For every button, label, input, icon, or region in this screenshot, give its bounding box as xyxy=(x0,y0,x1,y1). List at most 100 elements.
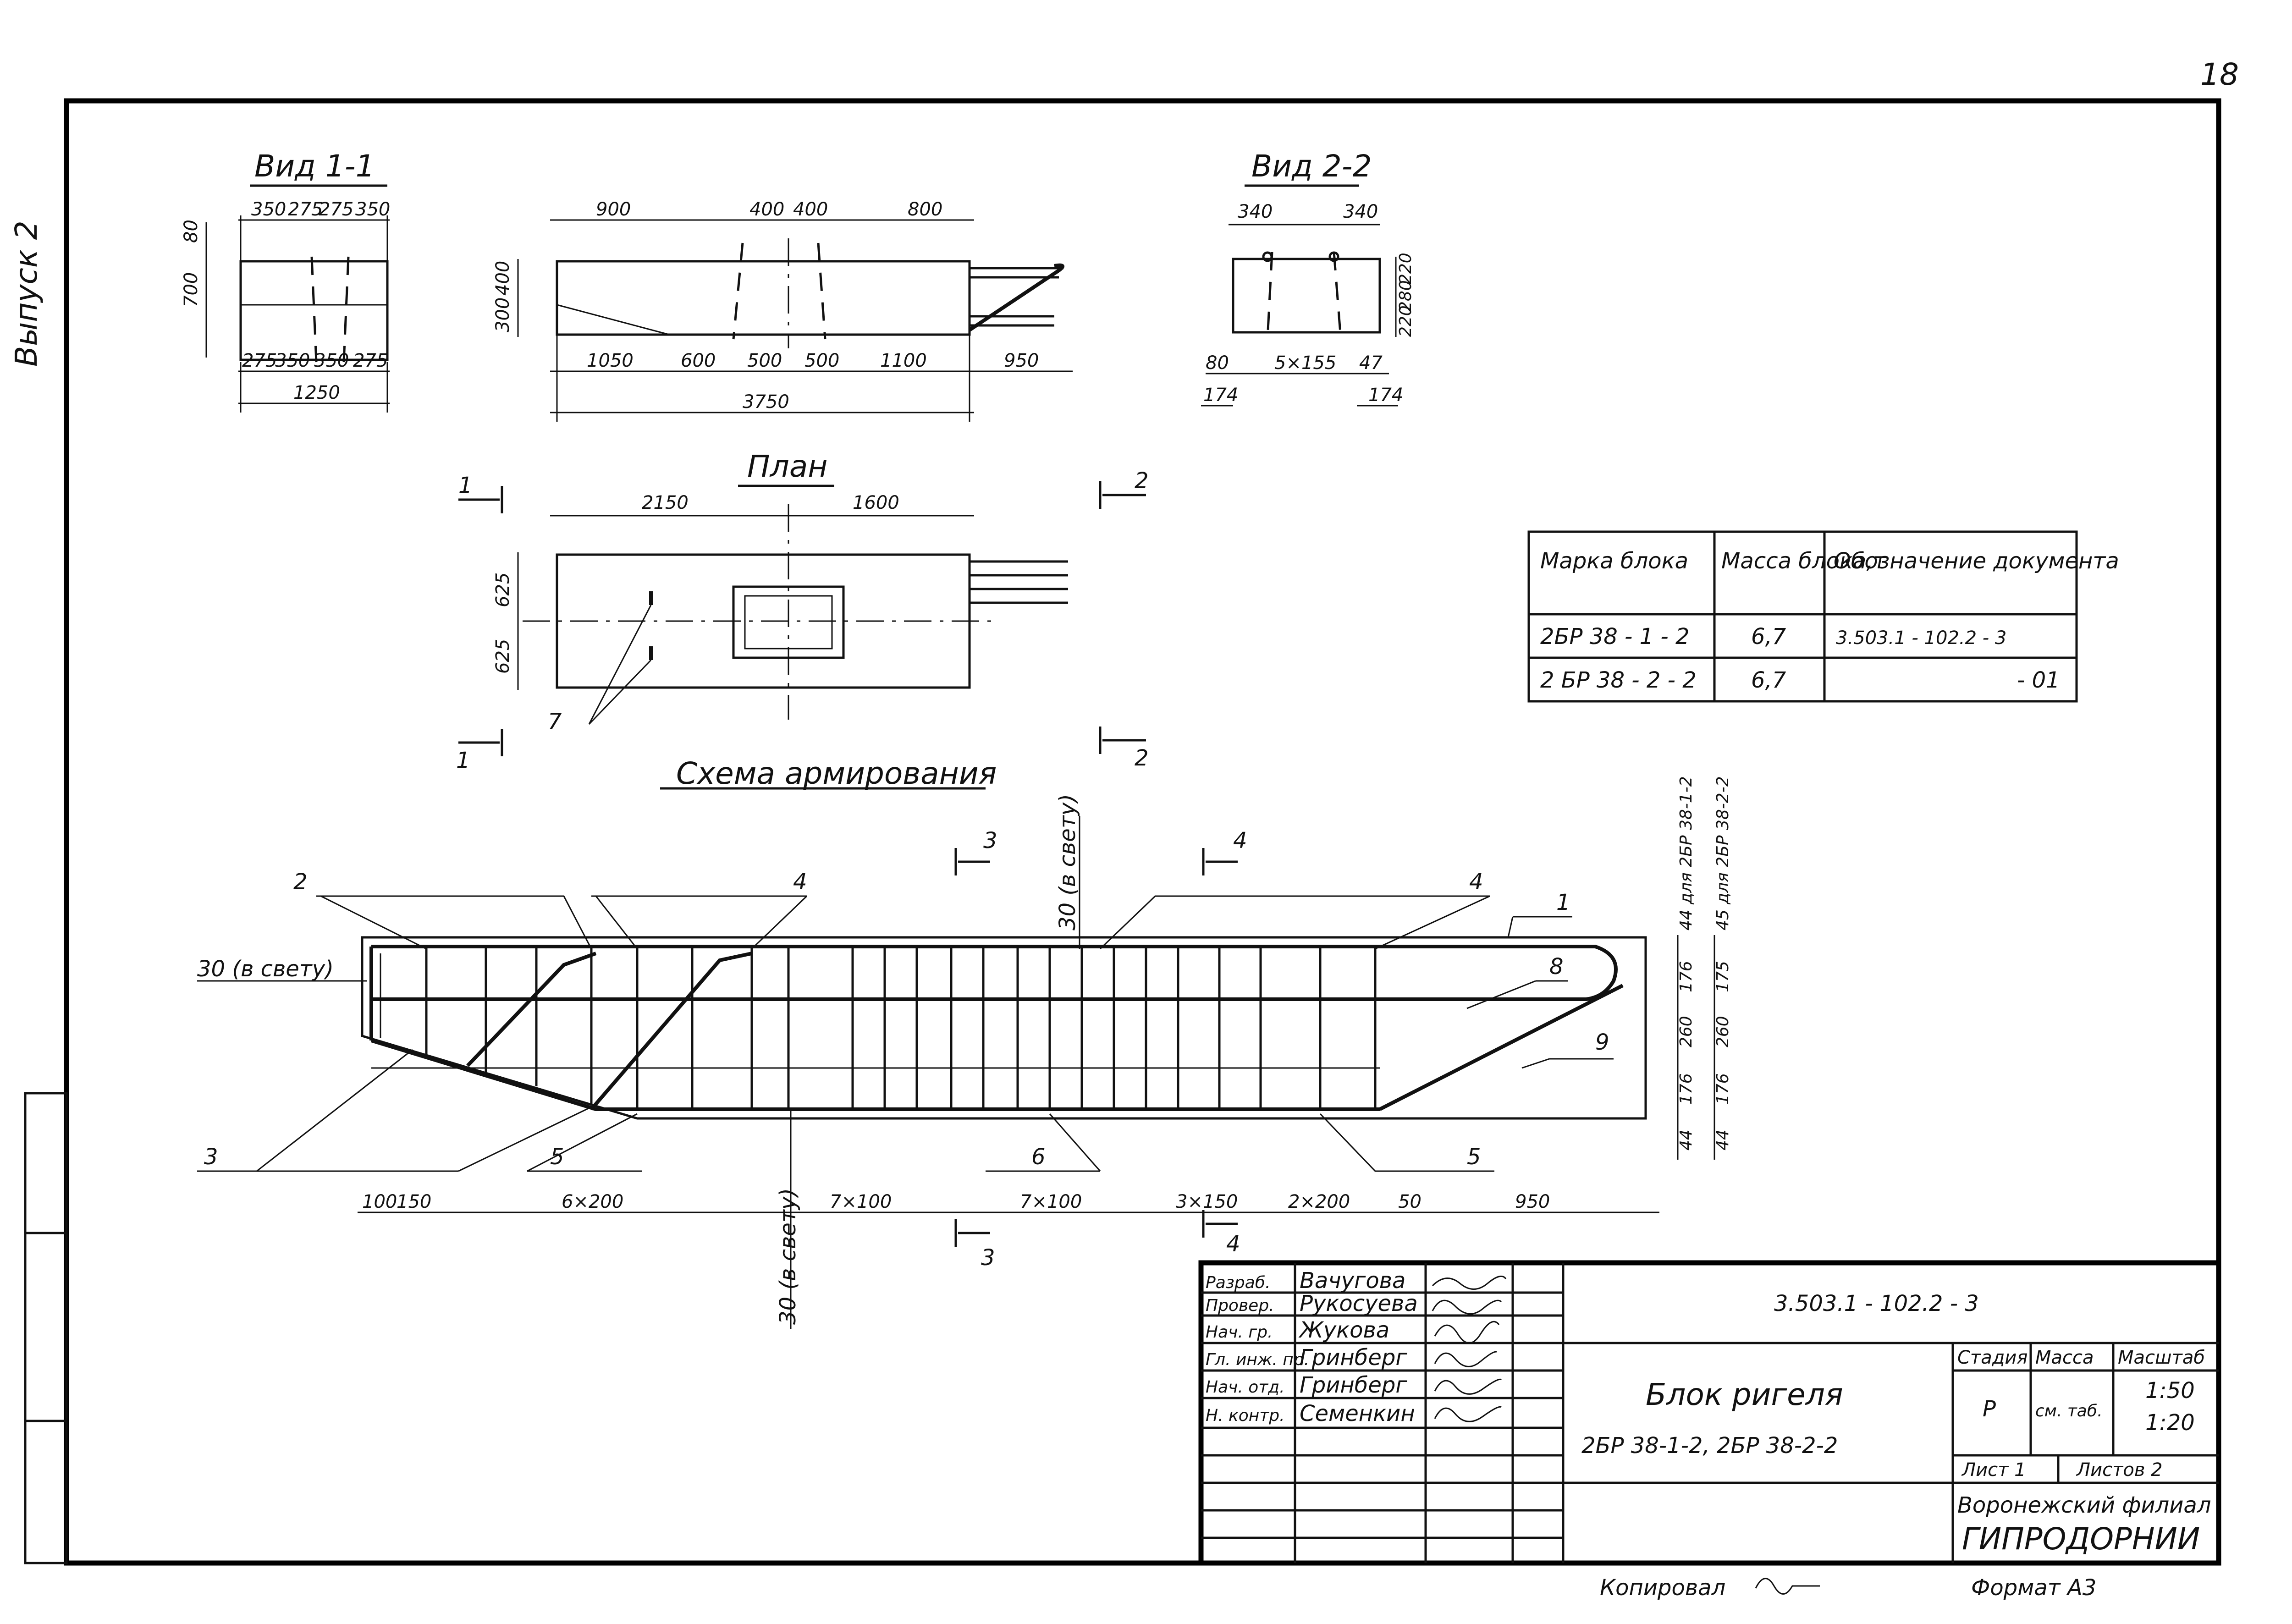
title-block: 3.503.1 - 102.2 - 3 Блок ригеля 2БР 38-1… xyxy=(1198,1260,2221,1566)
svg-text:174: 174 xyxy=(1368,385,1403,406)
table-header-mark: Марка блока xyxy=(1540,548,1688,574)
svg-text:Провер.: Провер. xyxy=(1206,1296,1274,1315)
svg-text:350: 350 xyxy=(275,350,310,371)
title-line-2: 2БР 38-1-2, 2БР 38-2-2 xyxy=(1581,1433,1838,1459)
svg-text:400: 400 xyxy=(793,199,828,220)
svg-text:1:20: 1:20 xyxy=(2145,1410,2195,1436)
svg-text:275: 275 xyxy=(242,350,277,371)
beam-outline xyxy=(361,936,1647,1120)
view-1-1: Вид 1-1 350 275 275 350 80 700 275 350 3… xyxy=(181,149,390,413)
svg-text:275: 275 xyxy=(319,199,353,220)
svg-text:800: 800 xyxy=(908,199,942,220)
doc-code: 3.503.1 - 102.2 - 3 xyxy=(1774,1291,1979,1316)
svg-text:Жукова: Жукова xyxy=(1298,1317,1389,1343)
svg-text:600: 600 xyxy=(681,350,716,371)
svg-text:2: 2 xyxy=(1135,745,1149,771)
table-row-1-doc: 3.503.1 - 102.2 - 3 xyxy=(1836,628,2006,649)
svg-text:80: 80 xyxy=(181,220,202,243)
table-row-1-mass: 6,7 xyxy=(1751,624,1786,650)
svg-text:2: 2 xyxy=(1135,468,1149,494)
svg-text:Гринберг: Гринберг xyxy=(1300,1345,1407,1371)
svg-text:Лист 1: Лист 1 xyxy=(1961,1459,2026,1481)
svg-text:7×100: 7×100 xyxy=(830,1191,892,1212)
sheet-number: 18 xyxy=(2200,57,2239,92)
side-elevation-outline xyxy=(556,260,971,336)
svg-text:Масса: Масса xyxy=(2035,1347,2094,1368)
svg-text:30 (в свету): 30 (в свету) xyxy=(775,1188,801,1325)
svg-text:176: 176 xyxy=(1677,961,1696,992)
svg-text:Гл. инж. пр.: Гл. инж. пр. xyxy=(1206,1350,1309,1369)
svg-text:3: 3 xyxy=(983,828,997,853)
svg-text:30 (в свету): 30 (в свету) xyxy=(1055,794,1080,930)
org-line-1: Воронежский филиал xyxy=(1957,1492,2211,1518)
svg-text:Стадия: Стадия xyxy=(1957,1347,2028,1368)
svg-text:4: 4 xyxy=(1233,828,1247,853)
svg-text:4: 4 xyxy=(1469,869,1483,895)
svg-text:1: 1 xyxy=(458,473,473,498)
svg-text:45 для 2БР 38-2-2: 45 для 2БР 38-2-2 xyxy=(1713,776,1732,930)
view-2-2-title: Вид 2-2 xyxy=(1251,149,1372,184)
svg-text:6: 6 xyxy=(1031,1144,1046,1170)
svg-text:900: 900 xyxy=(596,199,631,220)
svg-text:625: 625 xyxy=(492,639,513,674)
plan-view: План 2150 1600 625 625 7 1 1 2 2 xyxy=(456,449,1149,773)
table-header-mass: Масса блока,т xyxy=(1721,548,1887,574)
svg-text:220: 220 xyxy=(1396,305,1415,337)
side-elevation: 900 400 400 800 400 300 1050 600 500 500… xyxy=(492,199,1073,422)
svg-text:2×200: 2×200 xyxy=(1288,1191,1350,1212)
table-row-1-mark: 2БР 38 - 1 - 2 xyxy=(1540,624,1690,650)
footer-format: Формат А3 xyxy=(1971,1575,2096,1601)
svg-text:9: 9 xyxy=(1595,1029,1609,1055)
svg-text:175: 175 xyxy=(1713,961,1732,992)
svg-text:350: 350 xyxy=(251,199,286,220)
reinforcement-title: Схема армирования xyxy=(676,756,997,791)
svg-text:1100: 1100 xyxy=(880,350,927,371)
view-1-1-outline xyxy=(239,260,389,361)
table-row-2-mark: 2 БР 38 - 2 - 2 xyxy=(1540,667,1697,693)
svg-text:340: 340 xyxy=(1238,201,1273,222)
sheet-border xyxy=(64,98,2221,1566)
svg-text:3×150: 3×150 xyxy=(1176,1191,1238,1212)
svg-text:44: 44 xyxy=(1677,1129,1696,1151)
svg-text:275: 275 xyxy=(353,350,388,371)
left-margin-stamp xyxy=(24,1092,68,1564)
svg-text:174: 174 xyxy=(1203,385,1238,406)
issue-label: Выпуск 2 xyxy=(9,220,44,367)
plan-title: План xyxy=(747,449,827,484)
svg-text:Семенкин: Семенкин xyxy=(1300,1401,1415,1426)
svg-text:Вачугова: Вачугова xyxy=(1300,1268,1405,1294)
svg-text:Масштаб: Масштаб xyxy=(2118,1347,2205,1368)
svg-text:7: 7 xyxy=(548,709,562,734)
svg-text:350: 350 xyxy=(355,199,390,220)
svg-text:Гринберг: Гринберг xyxy=(1300,1372,1407,1398)
svg-text:44 для 2БР 38-1-2: 44 для 2БР 38-1-2 xyxy=(1677,776,1696,930)
svg-text:700: 700 xyxy=(181,272,202,307)
svg-text:5: 5 xyxy=(550,1144,564,1170)
table-row-2-doc: - 01 xyxy=(2017,667,2060,693)
svg-text:400: 400 xyxy=(749,199,784,220)
svg-text:2150: 2150 xyxy=(642,492,689,513)
svg-text:350: 350 xyxy=(314,350,349,371)
svg-text:3750: 3750 xyxy=(743,391,789,413)
org-line-2: ГИПРОДОРНИИ xyxy=(1962,1521,2200,1557)
svg-text:80: 80 xyxy=(1206,352,1229,374)
svg-text:4: 4 xyxy=(1226,1231,1240,1257)
stirrups xyxy=(425,947,1377,1109)
view-1-1-title: Вид 1-1 xyxy=(254,149,375,184)
svg-text:1:50: 1:50 xyxy=(2145,1378,2195,1404)
svg-text:1600: 1600 xyxy=(853,492,899,513)
svg-text:2: 2 xyxy=(293,869,308,895)
svg-text:400: 400 xyxy=(492,261,513,296)
svg-text:220: 220 xyxy=(1396,253,1415,284)
svg-text:260: 260 xyxy=(1713,1016,1732,1047)
svg-text:4: 4 xyxy=(793,869,807,895)
svg-text:176: 176 xyxy=(1677,1073,1696,1105)
table-header-doc: Обозначение документа xyxy=(1834,548,2119,574)
view-2-2: Вид 2-2 340 340 220 280 220 80 5×155 47 … xyxy=(1201,149,1415,407)
svg-text:275: 275 xyxy=(288,199,323,220)
marks-table: Марка блока Масса блока,т Обозначение до… xyxy=(1527,530,2119,703)
svg-text:176: 176 xyxy=(1713,1073,1732,1105)
svg-text:50: 50 xyxy=(1398,1191,1421,1212)
svg-text:8: 8 xyxy=(1549,954,1564,980)
